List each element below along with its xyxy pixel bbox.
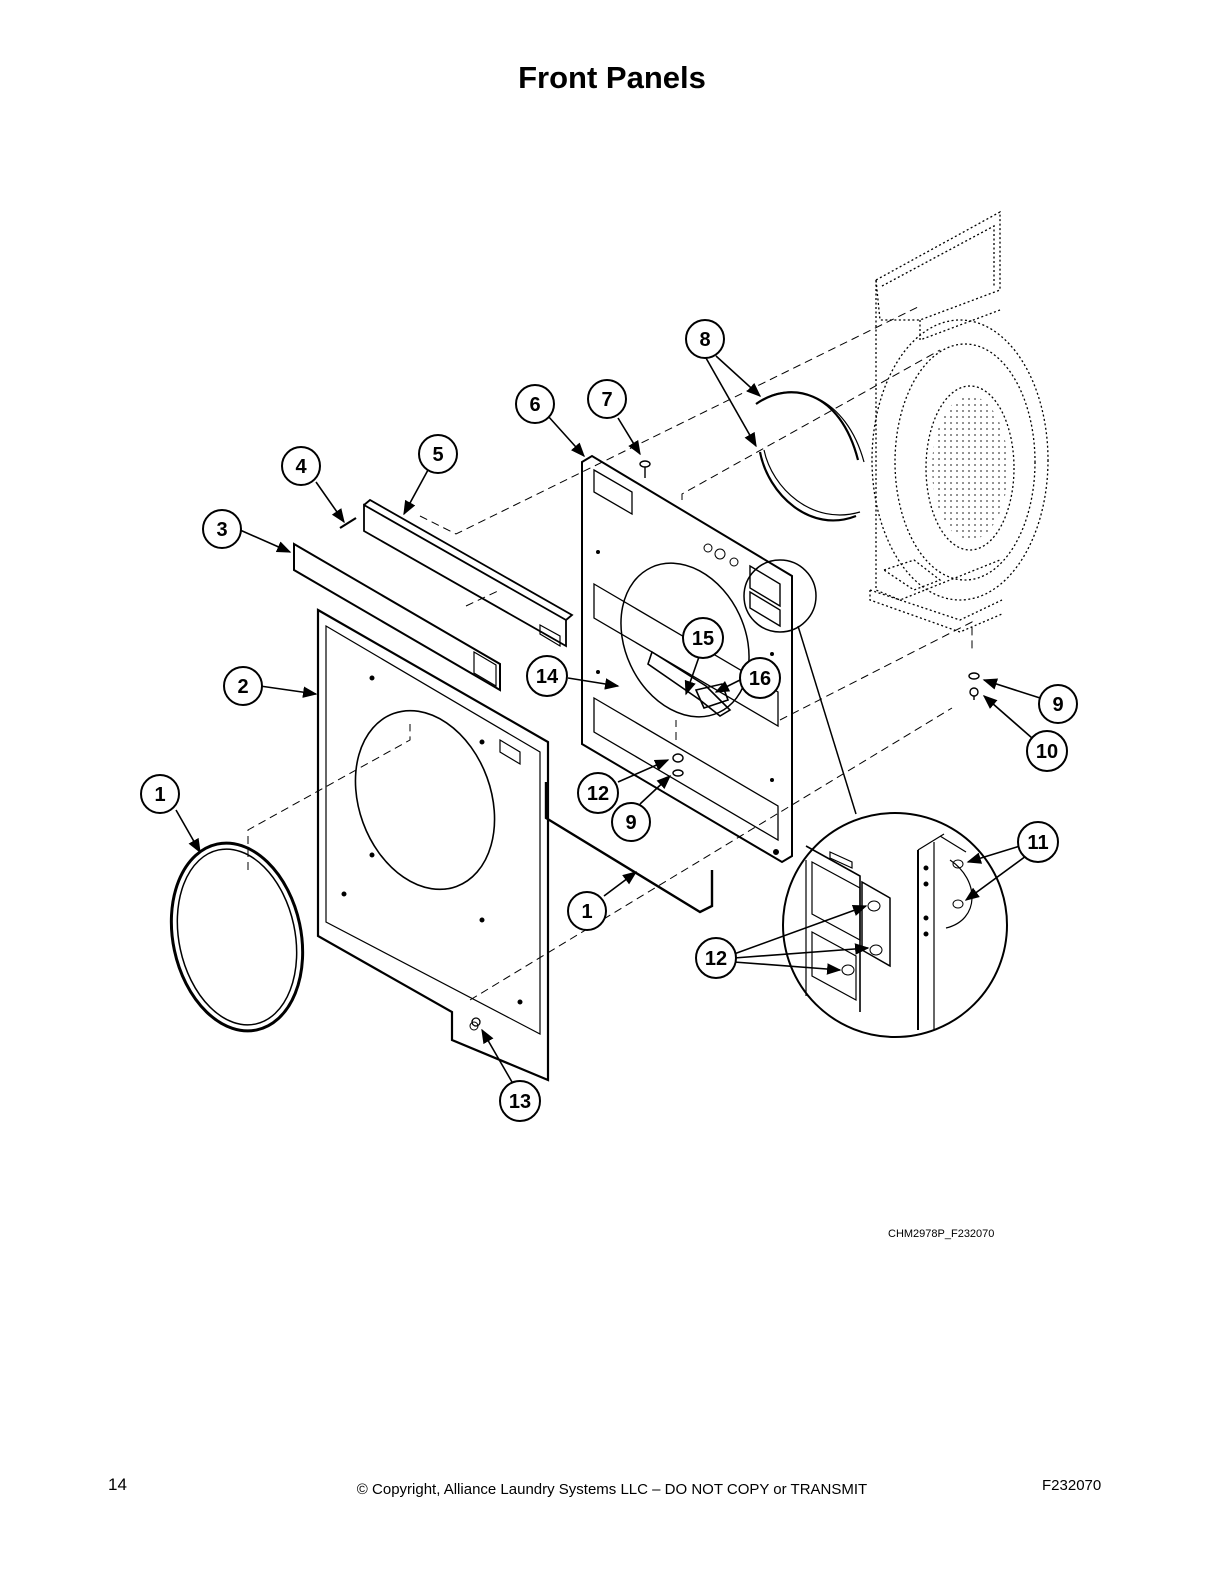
callout-label: 5 [432, 444, 443, 466]
callout-circle-13: 13 [499, 1080, 541, 1122]
callout-circle-15: 15 [682, 617, 724, 659]
right-hardware [968, 672, 980, 700]
callout-label: 4 [295, 456, 307, 478]
center-hardware [672, 753, 684, 777]
callout-circle-16: 16 [739, 657, 781, 699]
footer-copyright: © Copyright, Alliance Laundry Systems LL… [356, 1481, 868, 1498]
page-title: Front Panels [518, 60, 706, 95]
callout-circle-3: 3 [202, 509, 242, 549]
callout-label: 12 [705, 948, 727, 970]
callout-circle-1b: 1 [567, 891, 607, 931]
cabinet-reference-outline [869, 210, 1049, 633]
leader-lines [175, 355, 1041, 1083]
callout-label: 14 [536, 666, 559, 688]
callout-circle-12a: 12 [577, 772, 619, 814]
callout-label: 11 [1027, 832, 1048, 854]
callout-label: 13 [509, 1091, 531, 1113]
callout-circle-9a: 9 [611, 802, 651, 842]
callout-circle-4: 4 [281, 446, 321, 486]
callout-circle-8: 8 [685, 319, 725, 359]
footer-document-code: F232070 [1042, 1477, 1102, 1494]
callout-circle-10: 10 [1026, 730, 1068, 772]
callout-circle-7: 7 [587, 379, 627, 419]
callout-label: 3 [216, 519, 227, 541]
callout-label: 16 [749, 668, 771, 690]
door-switch [647, 650, 732, 717]
callout-label: 2 [237, 676, 248, 698]
screw-part-7 [639, 460, 651, 478]
callout-label: 6 [529, 394, 540, 416]
callout-label: 8 [699, 329, 710, 351]
callout-label: 7 [601, 389, 612, 411]
bottom-rod [544, 782, 714, 914]
footer-page-number: 14 [108, 1475, 127, 1494]
callout-circle-14: 14 [526, 655, 568, 697]
callout-circle-1a: 1 [140, 774, 180, 814]
callout-label: 9 [1052, 694, 1063, 716]
control-panel [363, 498, 574, 648]
callout-label: 1 [154, 784, 165, 806]
callout-label: 12 [587, 783, 609, 805]
callout-label: 10 [1036, 741, 1058, 763]
callout-circle-12b: 12 [695, 937, 737, 979]
callout-circle-2: 2 [223, 666, 263, 706]
callout-label: 15 [692, 628, 714, 650]
callout-circle-5: 5 [418, 434, 458, 474]
front-panel [316, 608, 550, 1082]
inner-front-panel [581, 454, 793, 864]
callout-circle-9b: 9 [1038, 684, 1078, 724]
alignment-lines [247, 305, 973, 1001]
bulkhead-strips [755, 391, 865, 522]
door-gasket-ring [169, 841, 305, 1033]
control-panel-overlay [293, 542, 501, 692]
pin [339, 517, 357, 529]
callout-label: 9 [625, 812, 636, 834]
callout-label: 1 [581, 901, 592, 923]
drum-perforation [932, 396, 1008, 540]
callout-circle-11: 11 [1017, 821, 1059, 863]
drawing-code: CHM2978P_F232070 [888, 1228, 995, 1240]
screw-part-13 [471, 1017, 481, 1027]
detail-magnifier [743, 559, 1008, 1038]
callout-circle-6: 6 [515, 384, 555, 424]
